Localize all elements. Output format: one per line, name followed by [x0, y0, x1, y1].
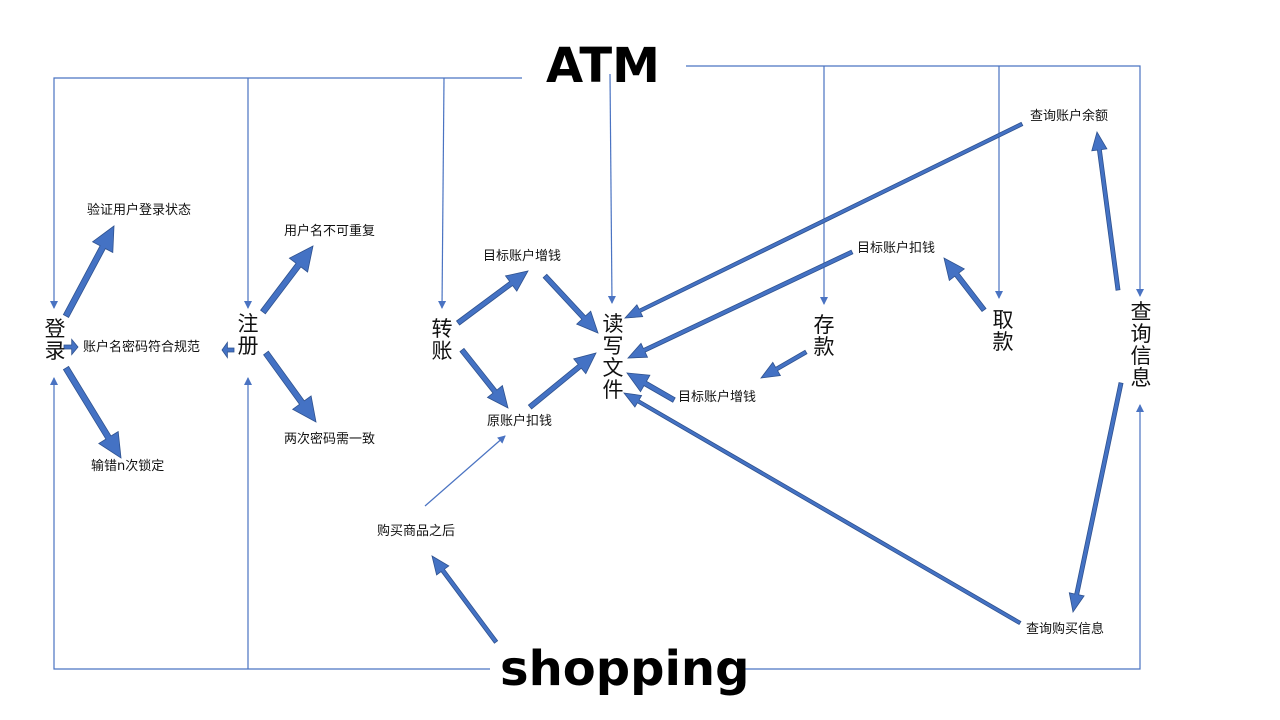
arrow-withdraw-target-deduct [943, 257, 987, 313]
node-transfer: 转账 [431, 317, 453, 363]
arrow-register-format [221, 341, 235, 359]
shopping-connectors [50, 377, 1144, 670]
atm-title: ATM [546, 38, 660, 94]
arrow-register-unique [260, 245, 314, 315]
step-unique-username: 用户名不可重复 [284, 224, 376, 239]
node-read-write-file: 读写文件 [602, 312, 624, 402]
step-format-check: 账户名密码符合规范 [83, 340, 201, 355]
arrow-login-format [63, 338, 79, 356]
node-query-info: 查询信息 [1130, 300, 1152, 390]
node-withdraw: 取款 [992, 308, 1014, 354]
arrow-login-lock [62, 365, 122, 459]
node-login: 登录 [44, 317, 66, 363]
node-deposit: 存款 [813, 313, 835, 359]
step-query-purchase: 查询购买信息 [1026, 622, 1105, 637]
shopping-title: shopping [500, 641, 750, 697]
arrow-query-info-balance [1091, 130, 1121, 291]
step-lock-after-errors: 输错n次锁定 [91, 459, 165, 474]
arrow-transfer-target-add [455, 270, 529, 326]
step-passwords-match: 两次密码需一致 [284, 432, 376, 447]
arrow-login-verify [62, 225, 115, 318]
step-after-purchase: 购买商品之后 [377, 524, 456, 539]
step-verify-login-state: 验证用户登录状态 [87, 203, 192, 218]
step-target-deduct: 目标账户扣钱 [857, 241, 936, 256]
step-source-deduct: 原账户扣钱 [487, 414, 553, 429]
step-target-add-deposit: 目标账户增钱 [678, 390, 757, 405]
step-query-balance: 查询账户余额 [1030, 109, 1109, 124]
flow-arrows [62, 121, 1124, 644]
arrow-register-match [263, 350, 317, 423]
atm-connectors [50, 65, 1144, 309]
arrow-transfer-source-deduct [459, 347, 509, 409]
arrow-target-add-file-2 [626, 372, 676, 403]
arrow-source-deduct-file [527, 352, 597, 410]
arrow-balance-file [624, 121, 1024, 319]
arrow-shopping-after-purchase [431, 555, 499, 644]
arrow-query-info-purchase [1068, 382, 1124, 614]
arrow-target-deduct-file [627, 249, 854, 359]
step-target-add: 目标账户增钱 [483, 249, 562, 264]
node-register: 注册 [237, 312, 259, 358]
arrow-deposit-target-add [760, 349, 808, 379]
arrow-purchase-query-file [623, 392, 1022, 626]
arrow-target-add-file [542, 273, 599, 334]
